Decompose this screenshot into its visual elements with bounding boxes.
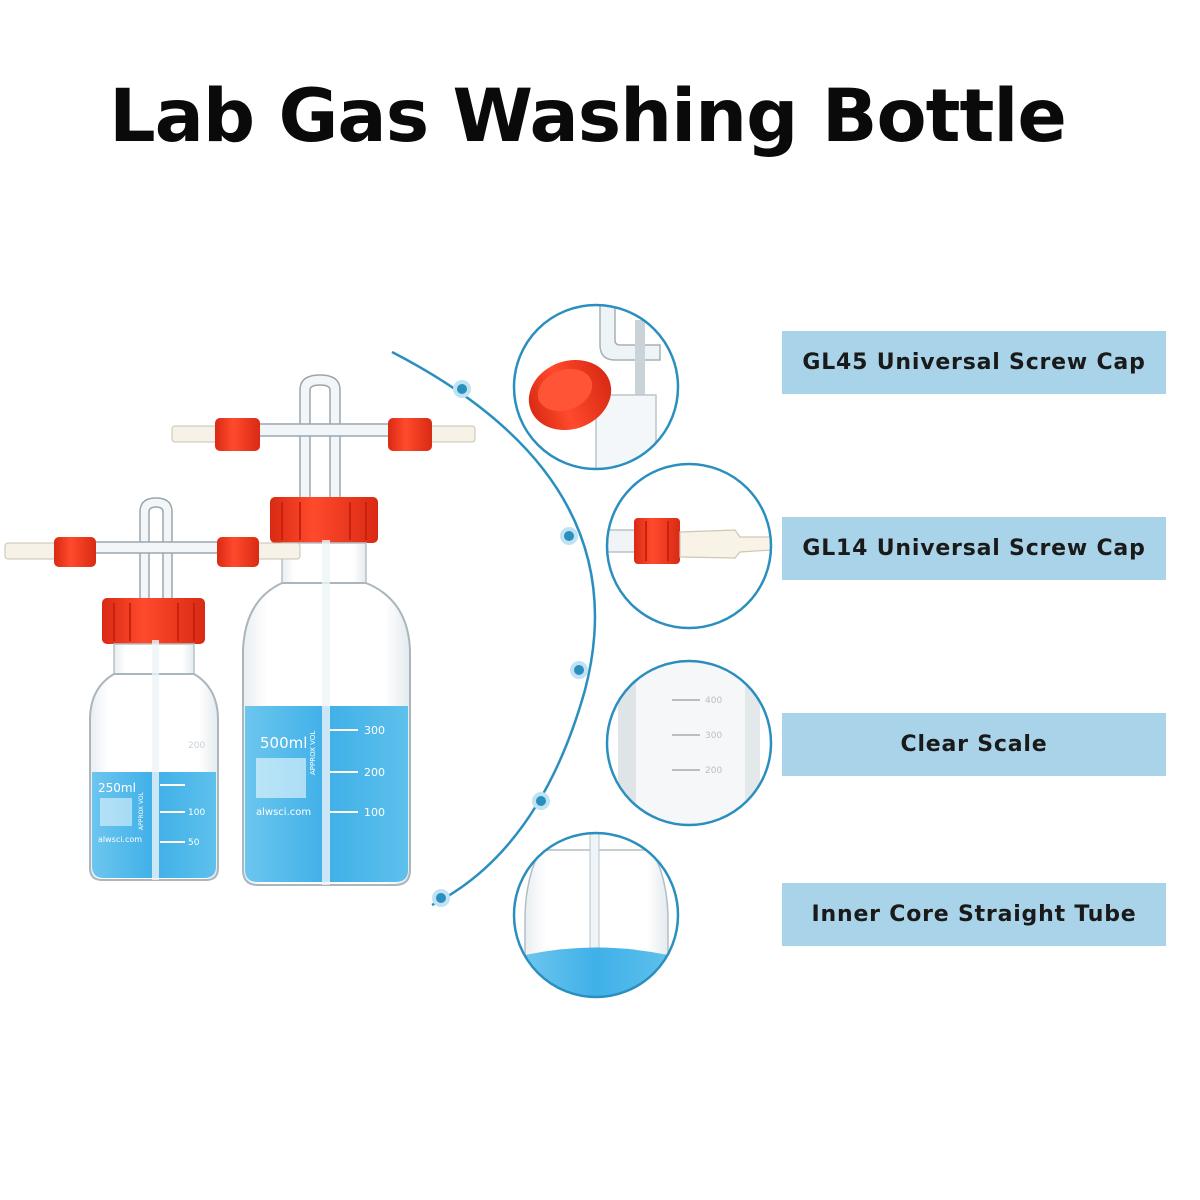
gl45-cap (102, 598, 205, 644)
arc-node (432, 889, 450, 907)
gl14-cap (54, 537, 96, 567)
svg-text:400: 400 (705, 696, 722, 706)
feature-label-inner-tube: Inner Core Straight Tube (782, 883, 1166, 946)
svg-text:200: 200 (705, 766, 722, 776)
detail-gl45-cap (512, 303, 680, 471)
feature-label-clear-scale: Clear Scale (782, 713, 1166, 776)
small-mark-200: 200 (188, 741, 205, 751)
large-mark-300: 300 (364, 724, 385, 737)
gl14-cap (215, 418, 260, 451)
detail-clear-scale: 400 300 200 (605, 659, 773, 827)
large-mark-100: 100 (364, 806, 385, 819)
detail-gl14-cap (605, 462, 773, 630)
feature-label-gl14-cap: GL14 Universal Screw Cap (782, 517, 1166, 580)
arc-node (560, 527, 578, 545)
arc-node (570, 661, 588, 679)
large-bottle: 300 200 100 500ml APPROX VOL alwsci.com (171, 374, 476, 886)
arc-node (453, 380, 471, 398)
small-brand-label: alwsci.com (98, 835, 142, 844)
detail-inner-tube (512, 831, 680, 999)
small-volume-label: 250ml (98, 781, 136, 795)
gl45-cap (270, 497, 378, 543)
small-bottle: 200 100 50 250ml APPROX VOL alwsci.com (4, 497, 301, 881)
small-mark-50: 50 (188, 838, 200, 848)
large-write-panel (256, 758, 306, 798)
large-approx-label: APPROX VOL (309, 731, 317, 775)
small-mark-100: 100 (188, 808, 205, 818)
large-brand-label: alwsci.com (256, 807, 311, 818)
gl14-cap (217, 537, 259, 567)
svg-text:300: 300 (705, 731, 722, 741)
gl14-cap (388, 418, 432, 451)
large-volume-label: 500ml (260, 734, 307, 752)
large-mark-200: 200 (364, 766, 385, 779)
small-write-panel (100, 798, 132, 826)
arc-node (532, 792, 550, 810)
arc-nodes (432, 380, 588, 907)
page-title: Lab Gas Washing Bottle (109, 74, 1067, 159)
connector-arc (391, 350, 597, 907)
small-approx-label: APPROX VOL (138, 791, 145, 830)
feature-label-gl45-cap: GL45 Universal Screw Cap (782, 331, 1166, 394)
